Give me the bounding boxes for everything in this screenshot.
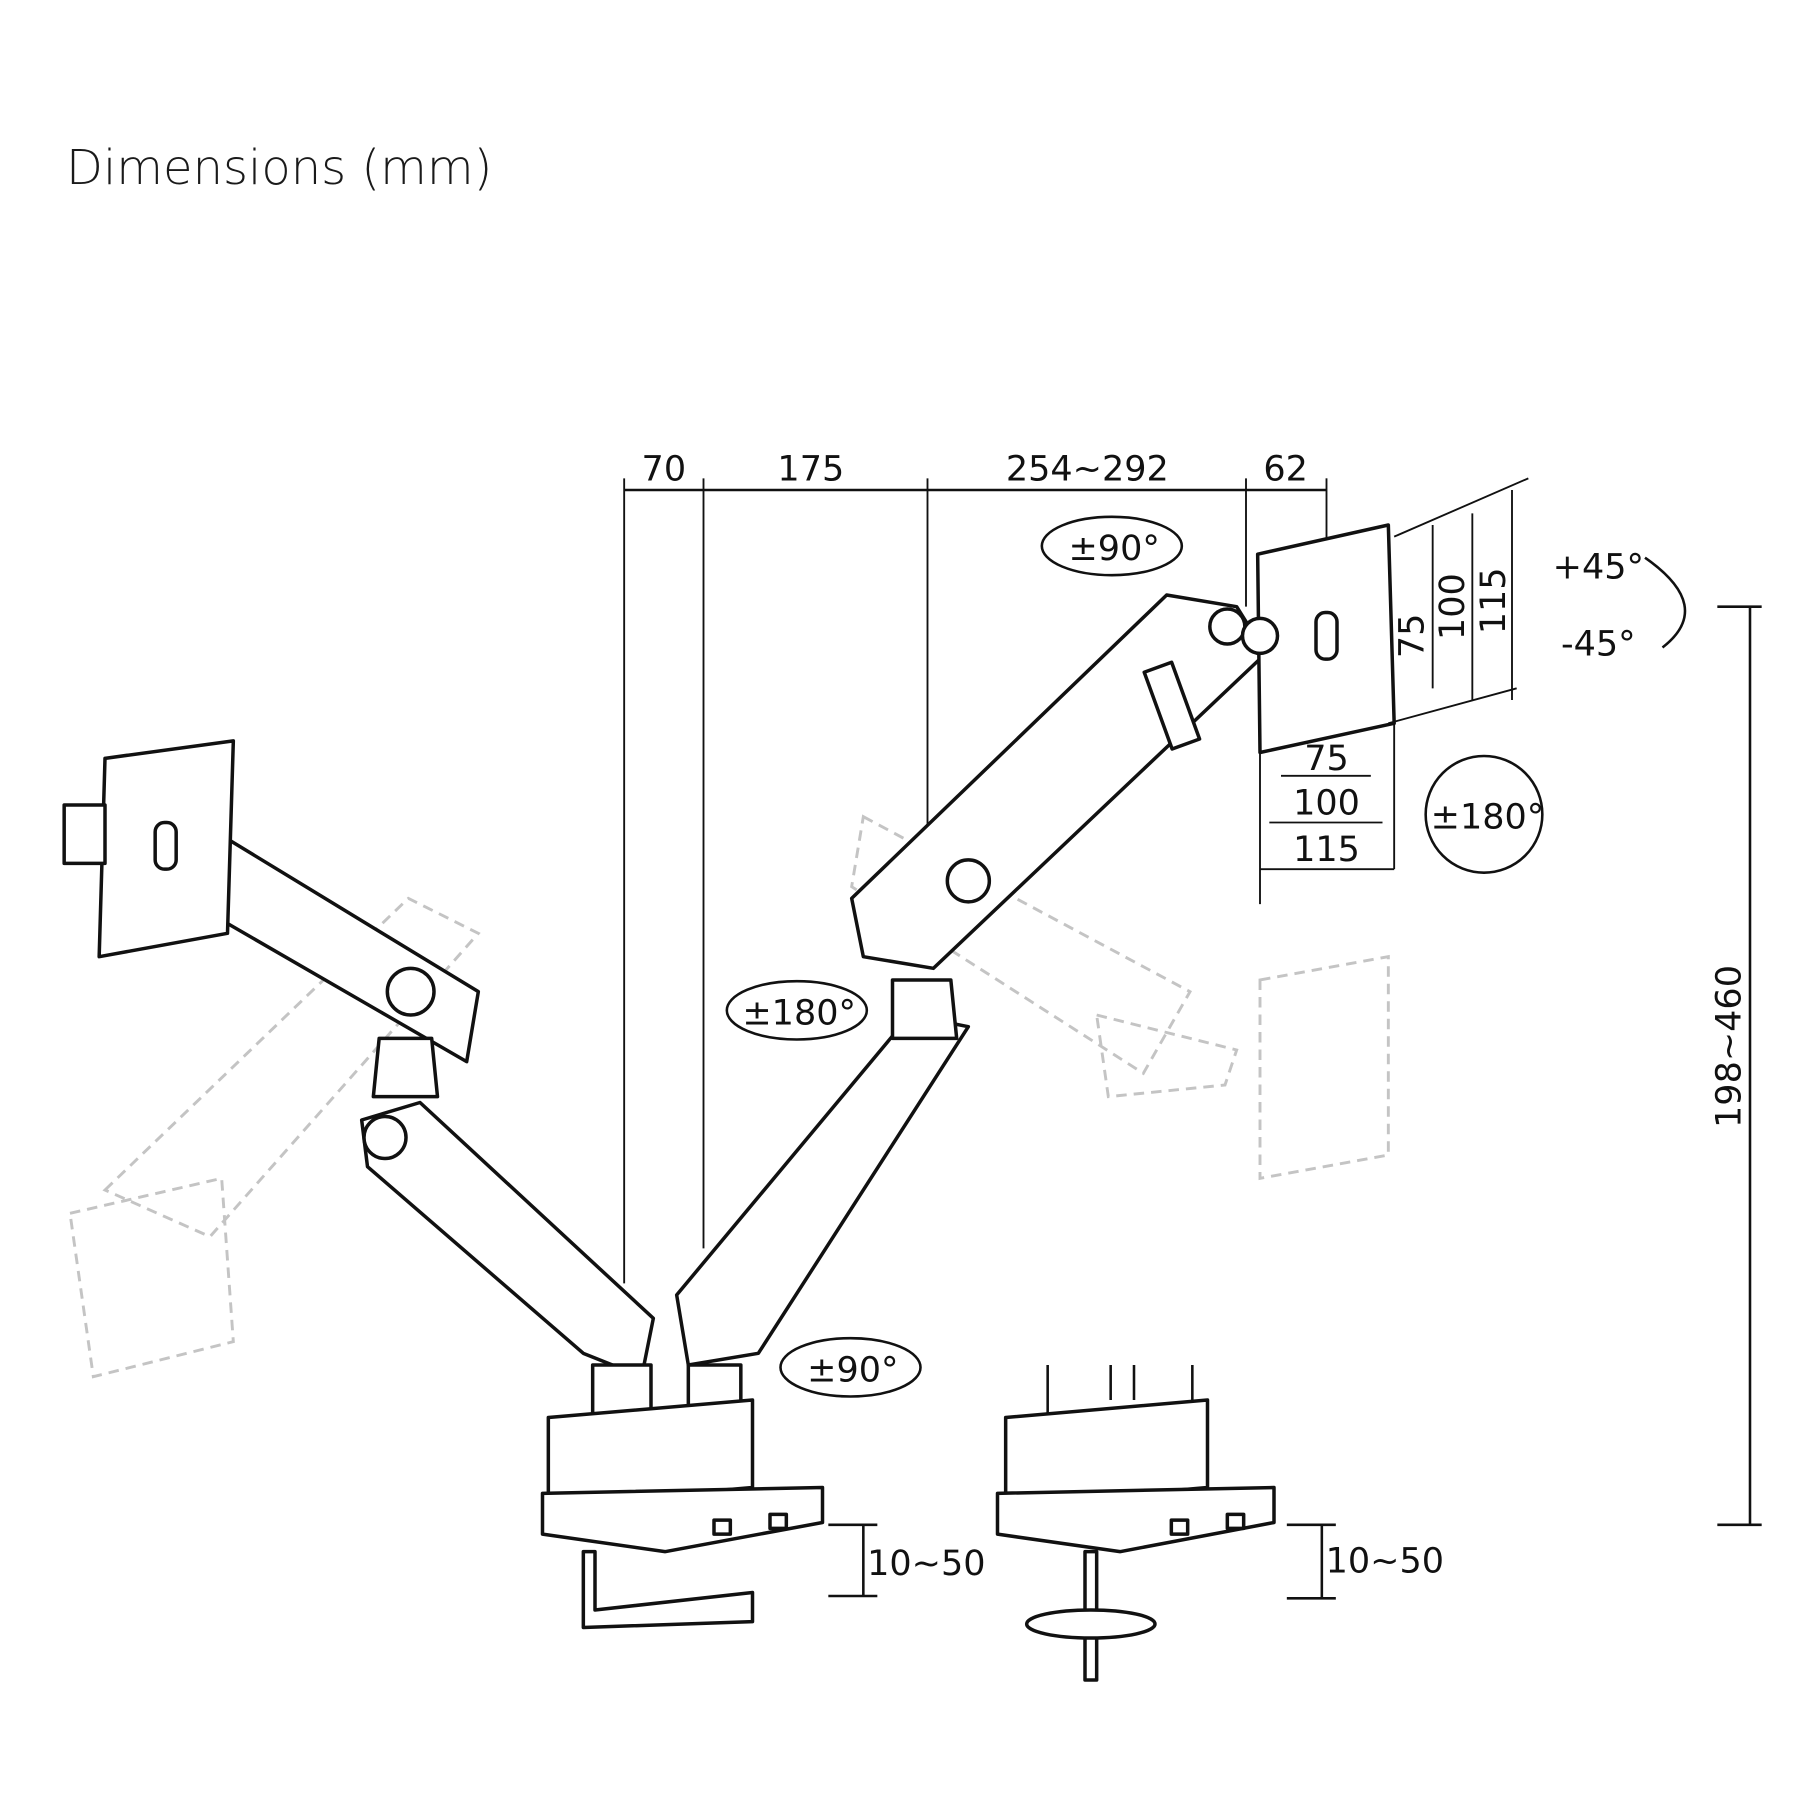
dim-254-292: 254~292 [1006, 450, 1169, 490]
vesa-v-100: 100 [1433, 573, 1473, 640]
left-vesa-plate [62, 739, 236, 959]
height-dimension-line [1717, 605, 1762, 1527]
rotation-arm-base: ±90° [807, 1350, 898, 1390]
clamp-dimension-lines [828, 1523, 1336, 1600]
left-arm [202, 826, 656, 1379]
dim-175: 175 [777, 450, 844, 490]
tilt-up: +45° [1553, 548, 1644, 588]
top-dimension-lines [623, 478, 1328, 1284]
vesa-dimension-lines [1259, 477, 1529, 905]
vesa-v-75: 75 [1392, 614, 1432, 659]
right-base-grommet [995, 1365, 1276, 1682]
right-vesa-plate [1240, 523, 1396, 755]
ghost-positions [68, 814, 1390, 1379]
rotation-screen: ±180° [1431, 797, 1545, 837]
clamp-thickness-right: 10~50 [1326, 1542, 1444, 1582]
height-range: 198~460 [1710, 965, 1750, 1128]
dim-62: 62 [1263, 450, 1308, 490]
left-base-clamp [540, 1363, 825, 1630]
vesa-v-115: 115 [1474, 567, 1514, 634]
right-arm [674, 593, 1268, 1367]
vesa-h-115: 115 [1293, 830, 1360, 870]
vesa-h-75: 75 [1304, 739, 1349, 779]
clamp-thickness-left: 10~50 [867, 1544, 985, 1584]
tilt-down: -45° [1561, 625, 1636, 665]
rotation-arm-top: ±90° [1068, 529, 1159, 569]
vesa-h-100: 100 [1293, 783, 1360, 823]
rotation-arm-middle: ±180° [742, 993, 856, 1033]
dim-70: 70 [642, 450, 687, 490]
rotation-arrows [725, 515, 1687, 1398]
diagram-title: Dimensions (mm) [66, 140, 493, 196]
